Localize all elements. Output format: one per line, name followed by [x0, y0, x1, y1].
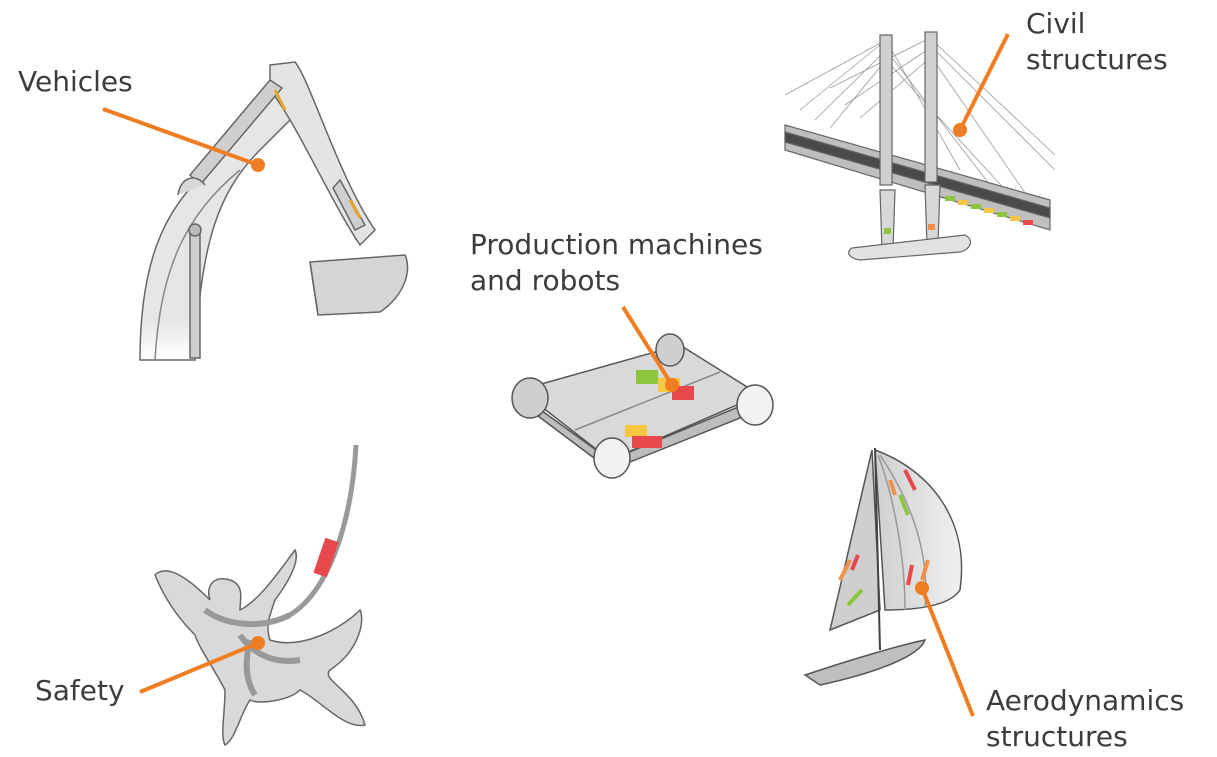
- leader-production: [621, 305, 674, 387]
- rope-sensor: [313, 537, 339, 578]
- leader-vehicles-dot: [251, 158, 265, 172]
- label-civil-structures: Civil structures: [1026, 6, 1168, 78]
- leader-civil: [958, 33, 1010, 131]
- label-safety: Safety: [35, 673, 125, 709]
- label-production-machines: Production machines and robots: [470, 227, 763, 299]
- leader-lines: [102, 33, 1010, 717]
- label-vehicles-text: Vehicles: [18, 65, 133, 98]
- leader-safety: [139, 641, 259, 694]
- label-vehicles: Vehicles: [18, 64, 133, 100]
- label-production-line1: Production machines: [470, 228, 763, 261]
- label-safety-text: Safety: [35, 674, 125, 707]
- label-civil-line1: Civil: [1026, 7, 1086, 40]
- label-aero-line1: Aerodynamics: [986, 684, 1185, 717]
- conveyor-illustration: [511, 333, 774, 479]
- sailboat-illustration: [803, 447, 963, 686]
- leader-aero: [920, 587, 975, 717]
- bridge-illustration: [784, 31, 1056, 261]
- leader-safety-dot: [251, 636, 265, 650]
- safety-rope: [288, 444, 359, 618]
- label-civil-line2: structures: [1026, 43, 1168, 76]
- leader-production-dot: [665, 378, 679, 392]
- excavator-illustration: [139, 61, 409, 361]
- label-production-line2: and robots: [470, 264, 621, 297]
- label-aero-line2: structures: [986, 720, 1128, 753]
- leader-vehicles: [102, 107, 259, 167]
- leader-aero-dot: [915, 581, 929, 595]
- label-aerodynamics-structures: Aerodynamics structures: [986, 683, 1184, 755]
- leader-civil-dot: [953, 123, 967, 137]
